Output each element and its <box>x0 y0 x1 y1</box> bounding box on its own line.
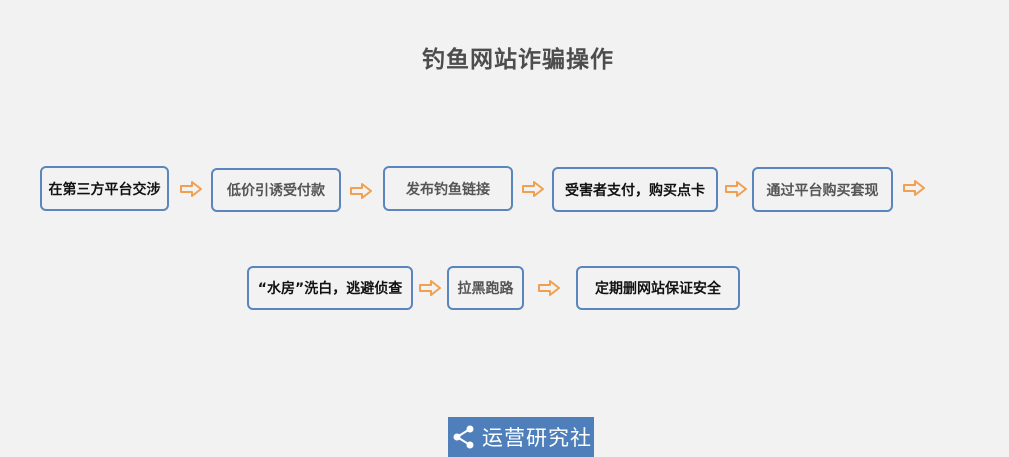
step-5-box: 通过平台购买套现 <box>752 167 893 212</box>
arrow-right-icon <box>522 181 544 197</box>
step-6-box: “水房”洗白，逃避侦查 <box>247 266 413 310</box>
arrow-right-icon <box>725 181 747 197</box>
step-3-box: 发布钓鱼链接 <box>383 166 513 211</box>
step-7-box: 拉黑跑路 <box>447 266 524 310</box>
step-8-box: 定期删网站保证安全 <box>576 266 740 310</box>
arrow-right-icon <box>903 180 925 196</box>
page-title: 钓鱼网站诈骗操作 <box>422 47 614 73</box>
step-4-box: 受害者支付，购买点卡 <box>552 167 718 212</box>
arrow-right-icon <box>180 181 202 197</box>
step-2-box: 低价引诱受付款 <box>211 168 341 212</box>
arrow-right-icon <box>419 280 441 296</box>
step-1-box: 在第三方平台交涉 <box>40 166 169 211</box>
share-icon <box>453 425 474 449</box>
logo: 运营研究社 <box>448 417 594 457</box>
arrow-right-icon <box>538 280 560 296</box>
logo-text: 运营研究社 <box>482 426 592 450</box>
arrow-right-icon <box>350 183 372 199</box>
